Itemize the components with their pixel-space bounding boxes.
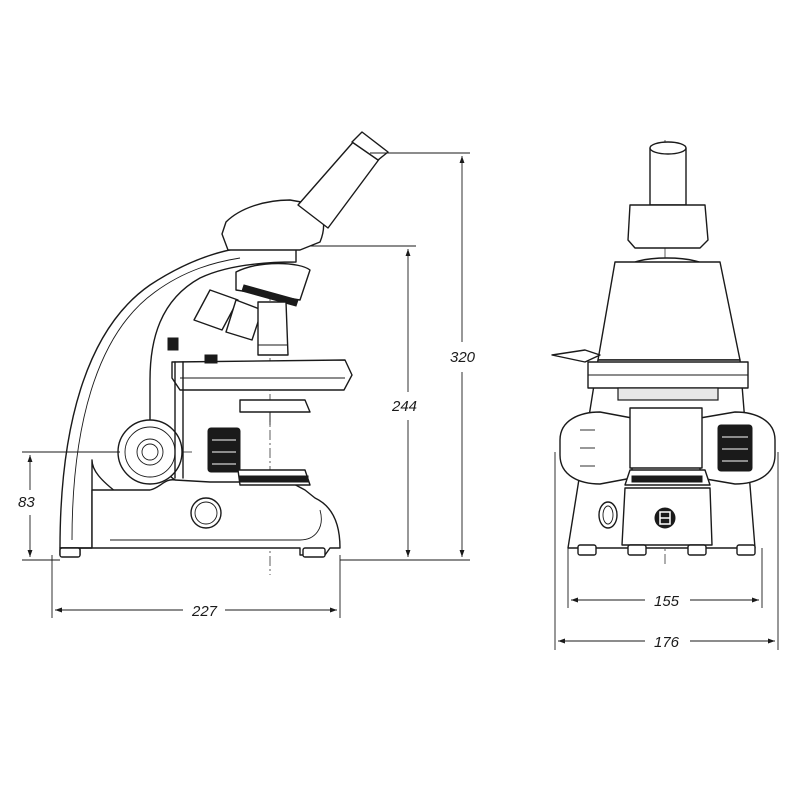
stage — [171, 359, 353, 391]
front-view-microscope — [551, 140, 776, 565]
dim-label-front-outer-width: 176 — [654, 634, 680, 651]
side-view-microscope — [59, 131, 389, 575]
dim-label-arm-height: 244 — [391, 398, 417, 415]
dimension-lines — [22, 152, 779, 650]
dim-label-front-inner-width: 155 — [654, 593, 680, 610]
dim-label-knob-height: 83 — [18, 494, 35, 511]
brand-logo-icon — [654, 507, 676, 529]
dim-label-total-height: 320 — [450, 349, 476, 366]
lamp-window — [190, 497, 222, 529]
dim-label-side-depth: 227 — [191, 603, 218, 620]
front-eyepiece — [649, 147, 687, 206]
condenser — [239, 399, 311, 413]
focus-knob — [117, 419, 183, 485]
